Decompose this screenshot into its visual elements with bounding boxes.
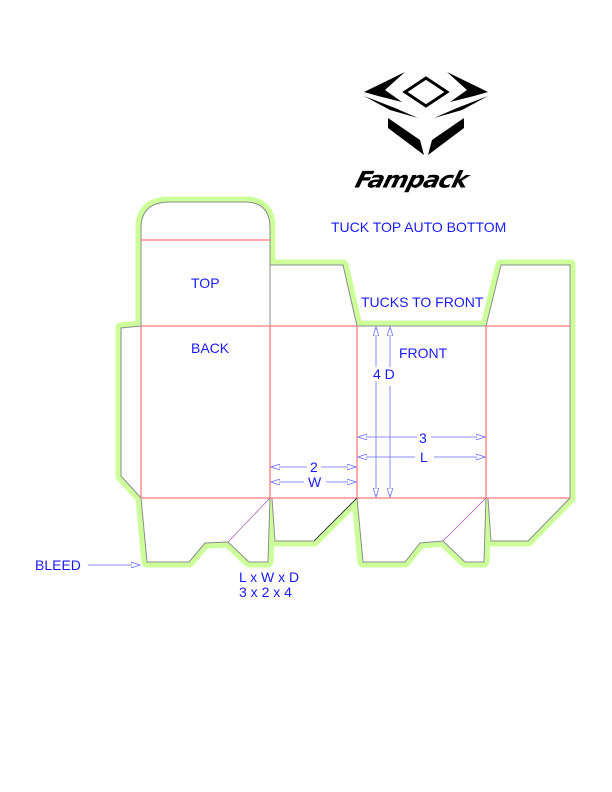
- length-value: 3: [419, 430, 427, 446]
- tucks-label: TUCKS TO FRONT: [361, 294, 484, 310]
- panel-label-top: TOP: [191, 275, 220, 291]
- bleed-label: BLEED: [35, 557, 81, 573]
- depth-label: 4 D: [373, 366, 395, 382]
- fampack-wordmark: Fampack: [352, 166, 471, 194]
- formula-labels: L x W x D: [239, 569, 300, 585]
- panel-label-front: FRONT: [399, 345, 448, 361]
- width-label: W: [308, 474, 322, 490]
- width-value: 2: [310, 459, 318, 475]
- length-label: L: [420, 449, 428, 465]
- panel-label-back: BACK: [191, 340, 230, 356]
- dieline-title: TUCK TOP AUTO BOTTOM: [331, 219, 507, 235]
- fold-lines: [140, 239, 570, 499]
- dimension-lines: [88, 327, 485, 565]
- formula-values: 3 x 2 x 4: [239, 584, 292, 600]
- fampack-logo-icon: [364, 72, 488, 155]
- box-dieline: [115, 196, 576, 568]
- cut-line: [120, 201, 571, 563]
